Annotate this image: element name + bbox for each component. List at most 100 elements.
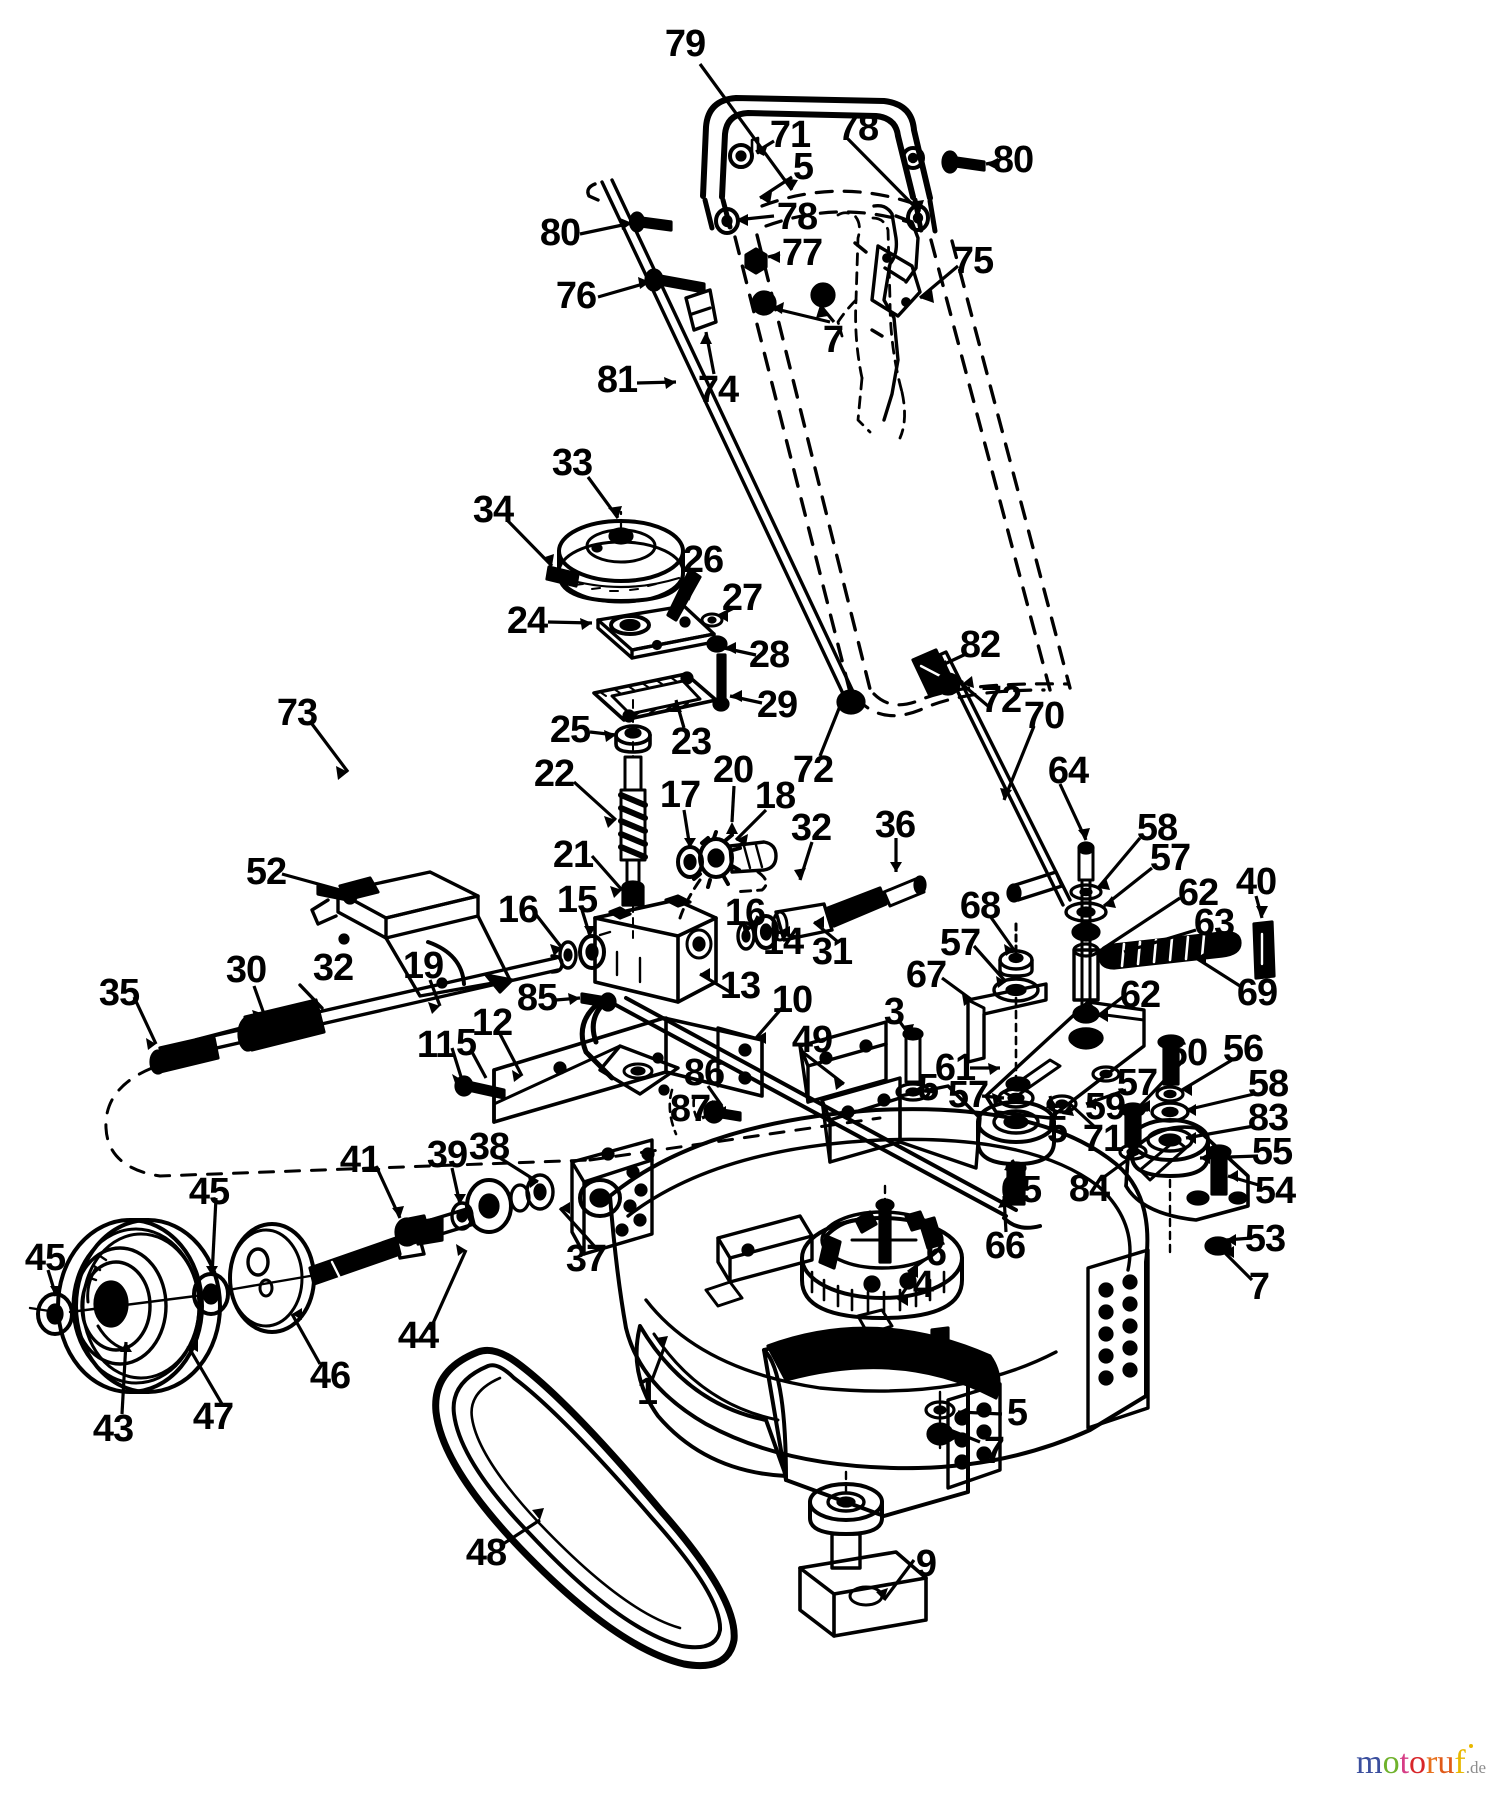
callout-11: 11 (416, 1024, 456, 1066)
callout-80-left: 80 (539, 212, 581, 254)
callout-58-lower: 58 (1247, 1063, 1289, 1105)
callout-68: 68 (959, 885, 1001, 927)
callout-41: 41 (339, 1139, 381, 1181)
callout-52: 52 (245, 851, 287, 893)
logo-domain-suffix: .de (1465, 1758, 1486, 1777)
callout-23: 23 (670, 721, 712, 763)
callout-47: 47 (192, 1396, 234, 1438)
handle-bar-79 (700, 95, 933, 201)
callout-5-plate: 5 (917, 1067, 939, 1109)
worm-shaft-22 (618, 699, 648, 886)
callout-9: 9 (915, 1543, 937, 1585)
callout-54: 54 (1254, 1170, 1296, 1212)
callout-72-lower: 72 (792, 749, 834, 791)
callout-29: 29 (756, 684, 798, 726)
callout-32-left: 32 (312, 947, 354, 989)
callout-83: 83 (1247, 1097, 1289, 1139)
callout-18: 18 (754, 775, 796, 817)
callout-27: 27 (721, 577, 763, 619)
belt-48 (432, 1346, 738, 1670)
handle-bracket-75 (870, 244, 922, 318)
shaft-end-35 (149, 1026, 244, 1075)
callout-84: 84 (1068, 1168, 1110, 1210)
pin-40 (1252, 920, 1276, 980)
callout-69: 69 (1236, 972, 1278, 1014)
bearing-15 (578, 934, 606, 970)
handle-phantom-tubes (733, 233, 1072, 702)
callout-57-d: 57 (1116, 1062, 1158, 1104)
callout-12: 12 (471, 1002, 513, 1044)
callout-45-left: 45 (24, 1237, 66, 1279)
gasket-23 (592, 671, 718, 723)
callout-5-idler: 5 (1046, 1109, 1068, 1151)
callout-24: 24 (506, 600, 548, 642)
callout-64: 64 (1047, 750, 1089, 792)
callout-61: 61 (934, 1047, 976, 1089)
callout-46: 46 (309, 1355, 351, 1397)
nut-28 (706, 635, 728, 653)
callout-44: 44 (397, 1315, 439, 1357)
callout-4: 4 (912, 1264, 934, 1306)
plate-61 (984, 1000, 1146, 1120)
callout-58-upper: 58 (1136, 807, 1178, 849)
deck-flange (946, 1248, 1150, 1490)
hub-hardware (394, 1173, 555, 1247)
leader-arrowheads (50, 144, 1268, 1600)
spring-69 (1088, 931, 1242, 970)
callout-16-left: 16 (497, 889, 539, 931)
callout-71-upper: 71 (769, 114, 811, 156)
callout-32-right: 32 (790, 807, 832, 849)
washer-27 (700, 612, 724, 628)
callout-49: 49 (791, 1019, 833, 1061)
callout-81: 81 (596, 359, 638, 401)
gear-cluster (676, 830, 778, 920)
callout-75: 75 (952, 240, 994, 282)
callout-77: 77 (781, 232, 823, 274)
callout-15: 15 (556, 879, 598, 921)
stud-29 (712, 653, 730, 712)
logo-letter-o2: o (1409, 1744, 1427, 1781)
callout-82: 82 (959, 624, 1001, 666)
callout-48: 48 (465, 1532, 507, 1574)
callout-72-upper: 72 (980, 679, 1022, 721)
callout-26: 26 (682, 539, 724, 581)
callout-63: 63 (1193, 902, 1235, 944)
callout-86: 86 (683, 1052, 725, 1094)
callout-7-right: 7 (1248, 1266, 1270, 1308)
callout-78-upper: 78 (837, 107, 879, 149)
callout-65: 65 (1000, 1169, 1042, 1211)
control-rod-81 (586, 178, 858, 702)
callout-21: 21 (552, 834, 594, 876)
callout-7-deck: 7 (983, 1430, 1005, 1472)
callout-76: 76 (555, 275, 597, 317)
callout-16-right: 16 (724, 892, 766, 934)
callout-71-lower: 71 (1082, 1118, 1124, 1160)
callout-57-c: 57 (947, 1074, 989, 1116)
callout-10: 10 (771, 979, 813, 1021)
callout-45-mid: 45 (188, 1171, 230, 1213)
callout-73: 73 (276, 692, 318, 734)
callout-25: 25 (549, 709, 591, 751)
callout-40: 40 (1235, 861, 1277, 903)
callout-87: 87 (669, 1088, 711, 1130)
callout-55: 55 (1251, 1131, 1293, 1173)
callout-3: 3 (883, 991, 905, 1033)
pin-26 (666, 568, 702, 622)
callout-34: 34 (472, 489, 514, 531)
callout-56: 56 (1222, 1028, 1264, 1070)
callout-62-upper: 62 (1177, 872, 1219, 914)
logo-letter-u: u (1437, 1744, 1455, 1781)
callout-57-a: 57 (1149, 837, 1191, 879)
key-34 (545, 565, 580, 588)
seal-16-left (558, 940, 578, 970)
callout-38: 38 (468, 1126, 510, 1168)
callout-79: 79 (664, 23, 706, 65)
stack-68 (992, 922, 1040, 1080)
callout-31: 31 (811, 931, 853, 973)
logo-letter-f: f (1454, 1744, 1474, 1781)
hardware-top (628, 136, 986, 332)
pin-32a (298, 983, 324, 1010)
nut-21 (621, 880, 645, 907)
